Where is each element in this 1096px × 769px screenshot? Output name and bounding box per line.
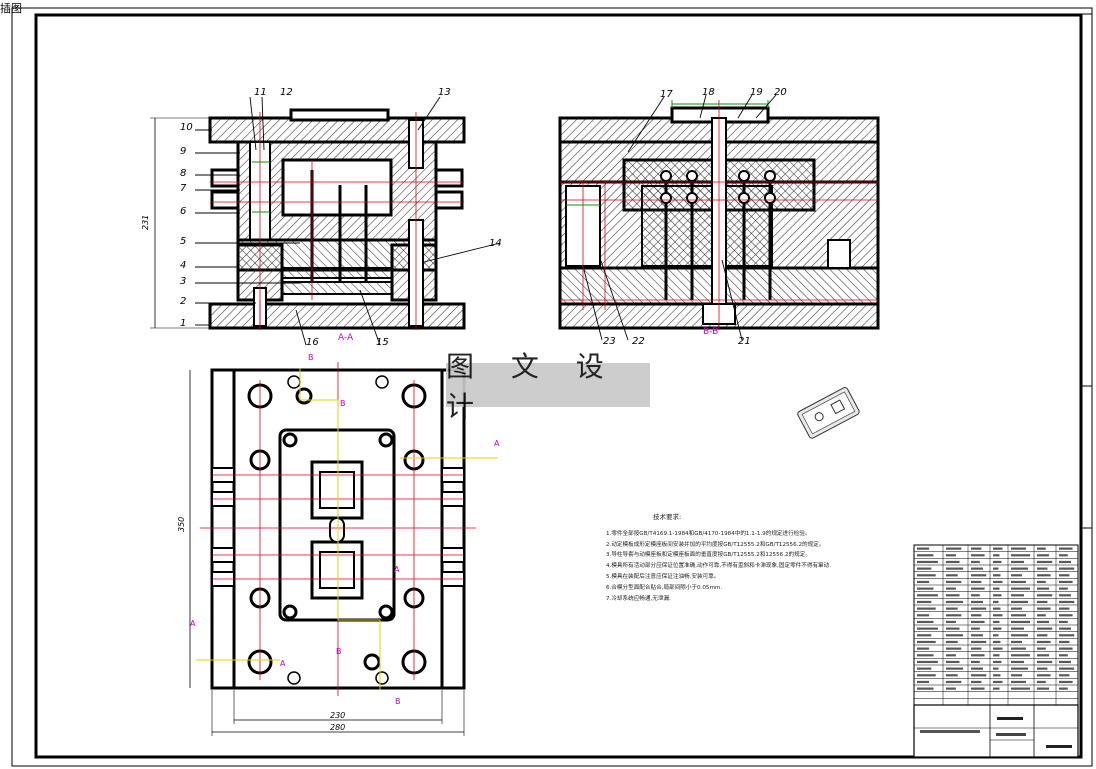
section-a-view	[150, 96, 501, 346]
section-mark: B	[340, 399, 346, 408]
part-number: 14	[489, 238, 502, 249]
section-mark: A	[280, 659, 286, 668]
tech-line: 3.导柱导套与动模座板和定模座板面的垂直度按GB/T12555.2和12556.…	[606, 552, 811, 559]
part-number: 1	[180, 318, 186, 329]
dim-width-outer: 280	[330, 723, 345, 732]
part-number: 10	[180, 122, 193, 133]
part-number: 16	[306, 337, 319, 348]
bom-table	[913, 544, 1079, 706]
watermark: 图 文 设 计	[446, 350, 650, 423]
dim-width-inner: 230	[330, 711, 345, 720]
part-number: 2	[180, 296, 186, 307]
dim-height-left: 231	[141, 215, 150, 230]
part-number: 21	[738, 336, 751, 347]
section-mark: B	[308, 353, 314, 362]
part-number: 15	[376, 337, 389, 348]
part-isometric	[797, 387, 860, 439]
tech-title: 技术要求:	[653, 513, 682, 521]
part-number: 18	[702, 87, 715, 98]
part-number: 20	[774, 87, 787, 98]
section-mark: A	[394, 565, 400, 574]
part-numbers-b: 17 18 19 20 21 22 23	[603, 87, 787, 347]
part-number: 9	[180, 146, 186, 157]
section-label-b: B-B	[703, 327, 718, 337]
plan-view	[189, 362, 498, 736]
tech-line: 4.模具所有活动部分应保证位置准确,动作可靠,不得有歪斜和卡滞现象,固定零件不得…	[606, 563, 832, 570]
tech-line: 7.冷却系统应畅通,无泄漏.	[606, 595, 671, 602]
part-number: 6	[180, 206, 186, 217]
part-number: 17	[660, 89, 673, 100]
part-number: 5	[180, 236, 186, 247]
part-number: 7	[180, 183, 187, 194]
plan-marks: A A A A B B B B	[190, 353, 500, 706]
tech-line: 5.模具在装配后注意应保证注油畅,安装可靠。	[606, 573, 720, 580]
part-number: 3	[180, 276, 186, 287]
section-mark: B	[395, 697, 401, 706]
part-numbers-a: 10 9 8 7 6 5 4 3 2 1 11 12 13 14 15 16	[180, 87, 502, 348]
drawing-frame	[11, 7, 1093, 767]
section-b-view	[558, 94, 880, 341]
section-mark: B	[336, 647, 342, 656]
technical-requirements: 技术要求: 1.零件全部按GB/T4169.1-1984和GB/4170-198…	[606, 512, 926, 604]
section-mark: A	[494, 439, 500, 448]
part-number: 19	[750, 87, 763, 98]
part-number: 4	[180, 260, 186, 271]
title-block	[913, 704, 1079, 758]
tech-line: 1.零件全部按GB/T4169.1-1984和GB/4170-1984中的1.1…	[606, 530, 811, 537]
tech-line: 2.动定模板成形定模座板间安装并加的平均度按GB/T12555.2和GB/T12…	[606, 541, 825, 548]
part-number: 13	[438, 87, 451, 98]
part-number: 23	[603, 336, 616, 347]
tech-line: 6.合模分型面配合贴合,局部间隙小于0.05mm.	[606, 584, 723, 591]
section-mark: A	[190, 619, 196, 628]
part-number: 11	[254, 87, 267, 98]
part-number: 22	[632, 336, 645, 347]
part-number: 8	[180, 168, 186, 179]
dim-height-plan: 350	[177, 517, 186, 532]
corner-label: 插图	[0, 2, 22, 15]
part-number: 12	[280, 87, 293, 98]
section-label-a: A-A	[338, 333, 354, 343]
